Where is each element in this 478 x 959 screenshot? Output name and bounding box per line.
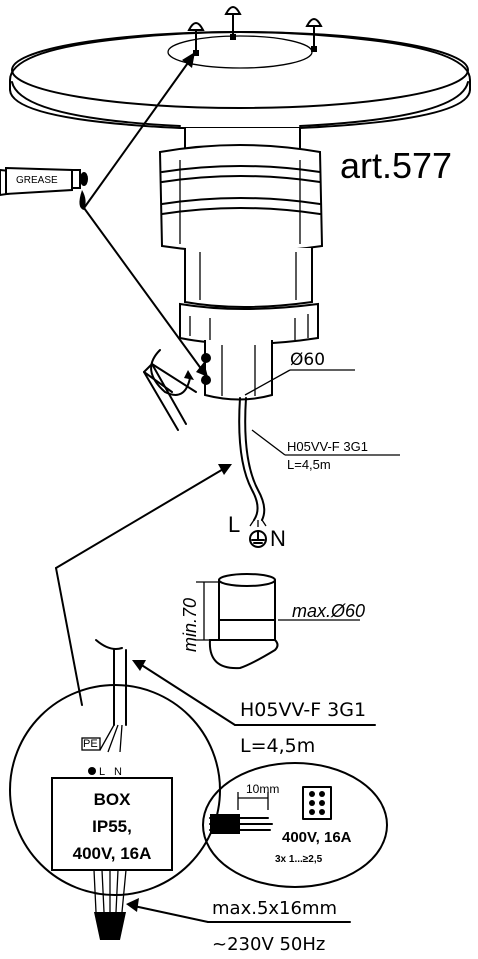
strip-length: 10mm	[246, 782, 279, 796]
wire-spec: 3x 1...≥2,5	[275, 854, 323, 865]
terminal-l: L	[228, 512, 240, 537]
pipe-min-height: min.70	[180, 598, 200, 652]
pipe-max-diameter: max.Ø60	[292, 601, 365, 621]
junction-circle	[9, 639, 221, 940]
lamp-disc	[9, 31, 471, 129]
box-rating: 400V, 16A	[73, 844, 152, 863]
lamp-body	[158, 128, 324, 401]
box-terminal-n: N	[114, 766, 122, 778]
diameter-leader	[244, 369, 355, 396]
article-title: art.577	[340, 145, 452, 186]
box-cable-type: H05VV-F 3G1	[240, 699, 366, 721]
grease-arrows	[83, 52, 208, 377]
top-screws	[187, 6, 323, 56]
supply-voltage: ~230V 50Hz	[212, 934, 325, 955]
connection-leader	[55, 464, 232, 706]
lamp-cable	[238, 397, 400, 527]
box-cable-length: L=4,5m	[240, 735, 315, 757]
box-label: BOX	[94, 790, 132, 809]
box-cable-leader	[132, 660, 376, 726]
allen-key-icon	[143, 349, 197, 431]
earth-symbol-icon	[249, 530, 267, 548]
supply-cable: max.5x16mm	[212, 898, 337, 919]
terminal-detail	[202, 762, 388, 888]
lamp-cable-type: H05VV-F 3G1	[287, 439, 368, 454]
box-terminal-pe: PE	[83, 738, 98, 750]
lamp-cable-length: L=4,5m	[287, 457, 331, 472]
mounting-pipe	[196, 573, 360, 670]
detail-rating: 400V, 16A	[282, 829, 352, 846]
diameter-label: Ø60	[290, 350, 325, 370]
grease-tube-icon	[0, 166, 88, 210]
box-terminal-l: L	[99, 766, 105, 778]
grease-label: GREASE	[16, 175, 58, 186]
supply-leader	[126, 898, 351, 923]
box-protection: IP55,	[92, 817, 132, 836]
terminal-n: N	[270, 526, 286, 551]
